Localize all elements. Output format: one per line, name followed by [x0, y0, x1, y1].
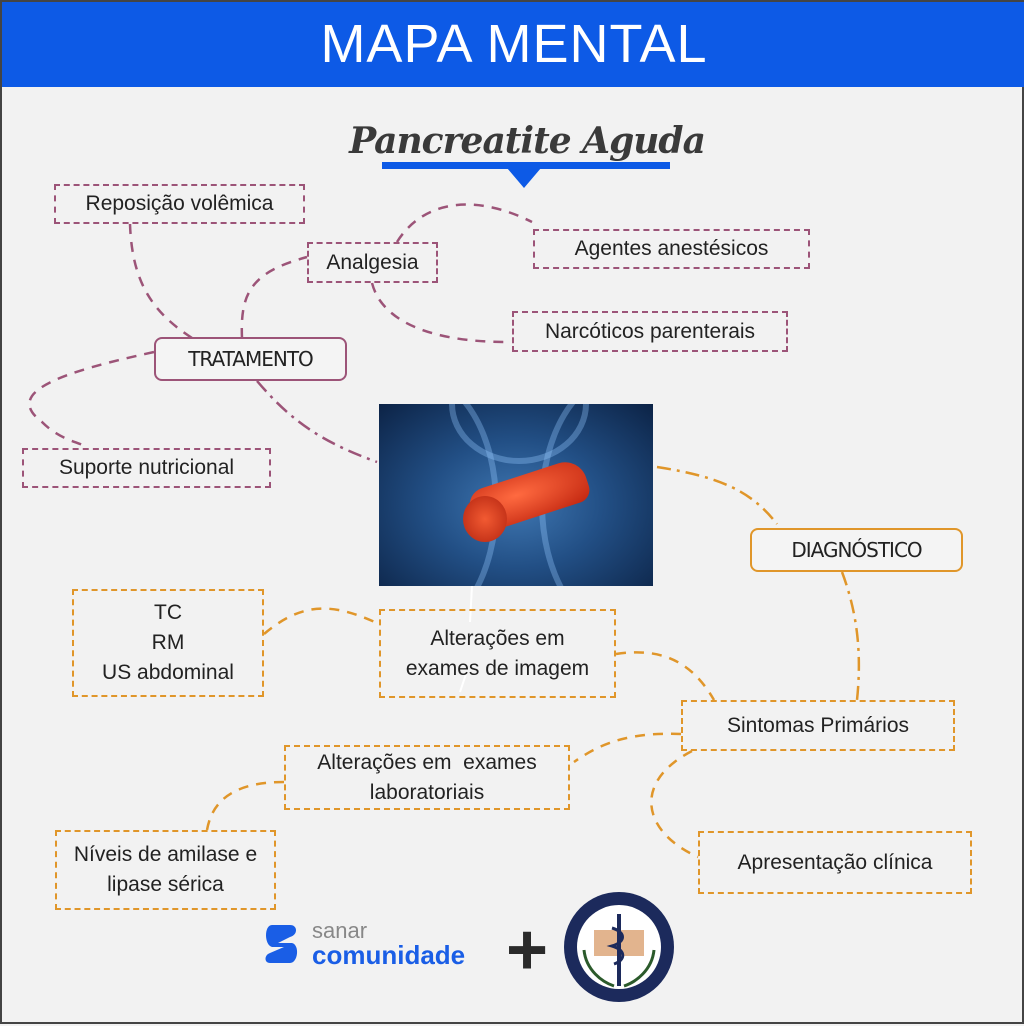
item-us: US abdominal [102, 661, 234, 684]
line-agentes [395, 203, 533, 243]
node-niveis-amilase-lipase: Níveis de amilase e lipase sérica [55, 830, 276, 910]
node-analgesia: Analgesia [307, 242, 438, 283]
line-diagnostico-center [656, 465, 778, 525]
line-niveis [205, 780, 285, 831]
pancreas-illustration [379, 404, 653, 586]
line-tc [263, 607, 380, 635]
brand-line2: comunidade [312, 940, 466, 970]
node-narcoticos-parenterais: Narcóticos parenterais [512, 311, 788, 352]
plus-sign: + [506, 910, 549, 990]
line-reposicao [128, 223, 193, 340]
sanar-logo-icon [265, 925, 298, 963]
line-diagnostico-sintomas [840, 571, 861, 701]
map-title: Pancreatite Aguda [349, 120, 706, 162]
node-reposicao-volemica: Reposição volêmica [54, 184, 305, 224]
line-lab [573, 732, 682, 764]
line-suporte [28, 350, 155, 449]
title-underline [382, 162, 670, 169]
item-rm: RM [151, 631, 185, 654]
header-title: MAPA MENTAL [2, 2, 1024, 87]
line-analgesia [240, 255, 308, 339]
node-agentes-anestesicos: Agentes anestésicos [533, 229, 810, 269]
line-imagem [615, 651, 716, 701]
line-apresentacao [650, 749, 699, 859]
line-narcoticos [370, 282, 508, 344]
sanar-logo: sanar comunidade [264, 920, 465, 968]
node-imaging-methods: TC RM US abdominal [72, 589, 264, 697]
title-pointer-icon [507, 168, 541, 188]
liga-academica-seal [564, 892, 674, 1002]
brand-line1: sanar [312, 918, 368, 943]
node-sintomas-primarios: Sintomas Primários [681, 700, 955, 751]
node-exames-imagem: Alterações em exames de imagem [379, 609, 616, 698]
node-tratamento: TRATAMENTO [154, 337, 347, 381]
node-suporte-nutricional: Suporte nutricional [22, 448, 271, 488]
item-tc: TC [154, 601, 182, 624]
node-apresentacao-clinica: Apresentação clínica [698, 831, 972, 894]
node-exames-laboratoriais: Alterações em exames laboratoriais [284, 745, 570, 810]
line-tratamento-center [256, 380, 378, 464]
node-diagnostico: DIAGNÓSTICO [750, 528, 963, 572]
